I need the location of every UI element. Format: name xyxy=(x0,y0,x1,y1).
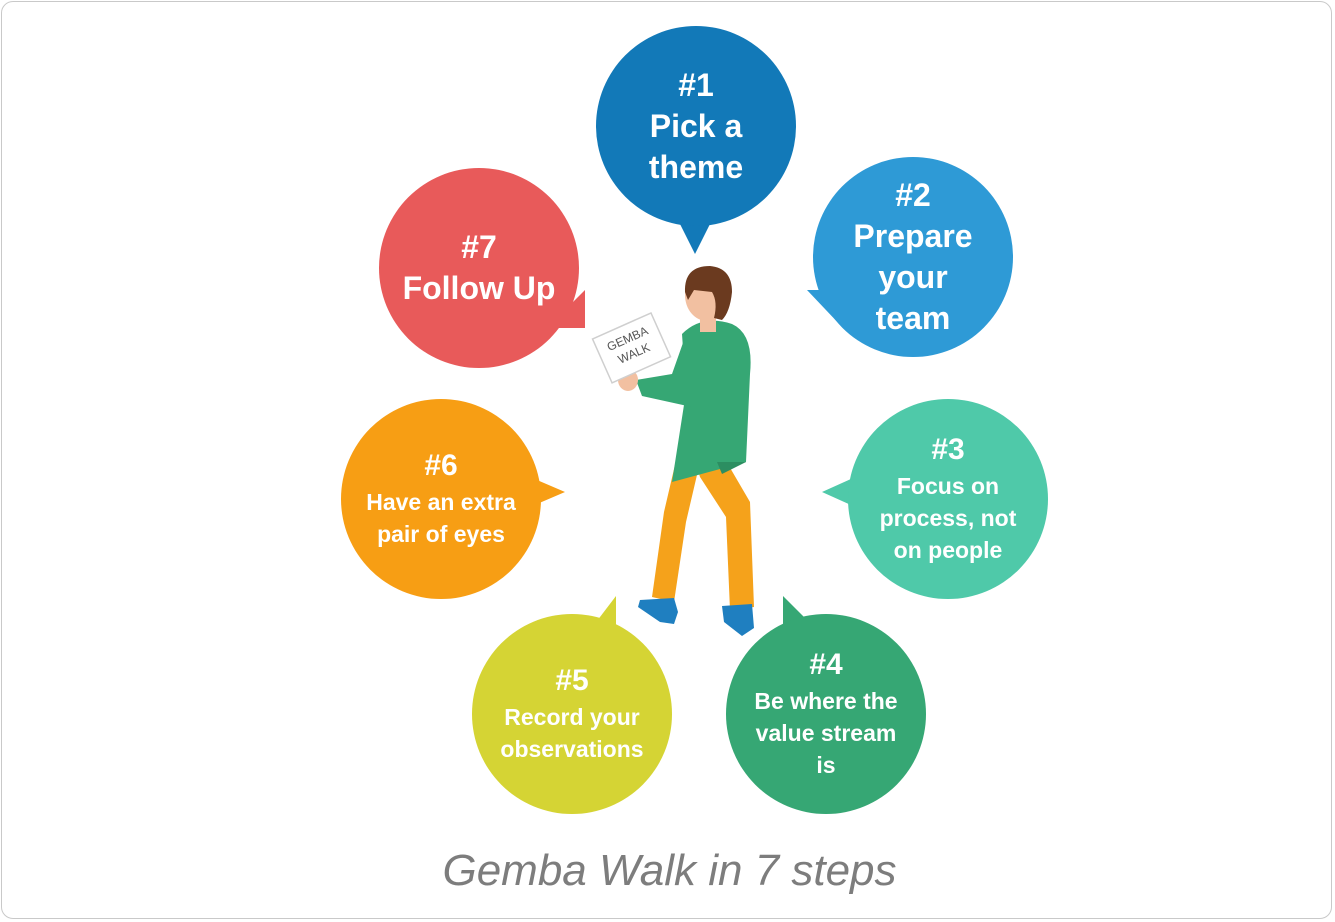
step-1-text: Pick a theme xyxy=(648,107,744,185)
gemba-walk-sign: GEMBA WALK xyxy=(591,311,672,384)
shirt-fold xyxy=(717,462,746,474)
step-3-text: Focus on process, not on people xyxy=(879,473,1017,563)
step-5-bubble: #5 Record your observations xyxy=(472,614,672,814)
step-6-text: Have an extra pair of eyes xyxy=(366,489,516,547)
step-1-bubble: #1 Pick a theme xyxy=(596,26,796,226)
step-5-number: #5 xyxy=(555,664,589,697)
step-7-bubble: #7 Follow Up xyxy=(379,168,579,368)
step-1-number: #1 xyxy=(678,66,714,103)
step-4-text: Be where the value stream is xyxy=(754,688,898,778)
step-5-text: Record your observations xyxy=(500,704,644,762)
hair xyxy=(684,266,732,320)
step-6-bubble: #6 Have an extra pair of eyes xyxy=(341,399,541,599)
step-2-number: #2 xyxy=(895,177,931,213)
step-4-bubble: #4 Be where the value stream is xyxy=(726,614,926,814)
step-3-number: #3 xyxy=(931,433,965,466)
front-leg xyxy=(692,452,754,610)
back-shoe xyxy=(638,598,678,624)
back-leg xyxy=(652,452,700,602)
step-4-number: #4 xyxy=(809,648,843,681)
step-2-text: Prepare your team xyxy=(853,218,973,336)
diagram-caption: Gemba Walk in 7 steps xyxy=(442,846,897,895)
step-7-number: #7 xyxy=(461,229,497,265)
walking-person-illustration: GEMBA WALK xyxy=(591,266,754,636)
arm xyxy=(636,340,704,407)
front-shoe xyxy=(722,604,754,636)
step-7-text: Follow Up xyxy=(402,270,556,306)
step-6-number: #6 xyxy=(424,449,458,482)
step-2-bubble: #2 Prepare your team xyxy=(813,157,1013,357)
step-3-bubble: #3 Focus on process, not on people xyxy=(848,399,1048,599)
